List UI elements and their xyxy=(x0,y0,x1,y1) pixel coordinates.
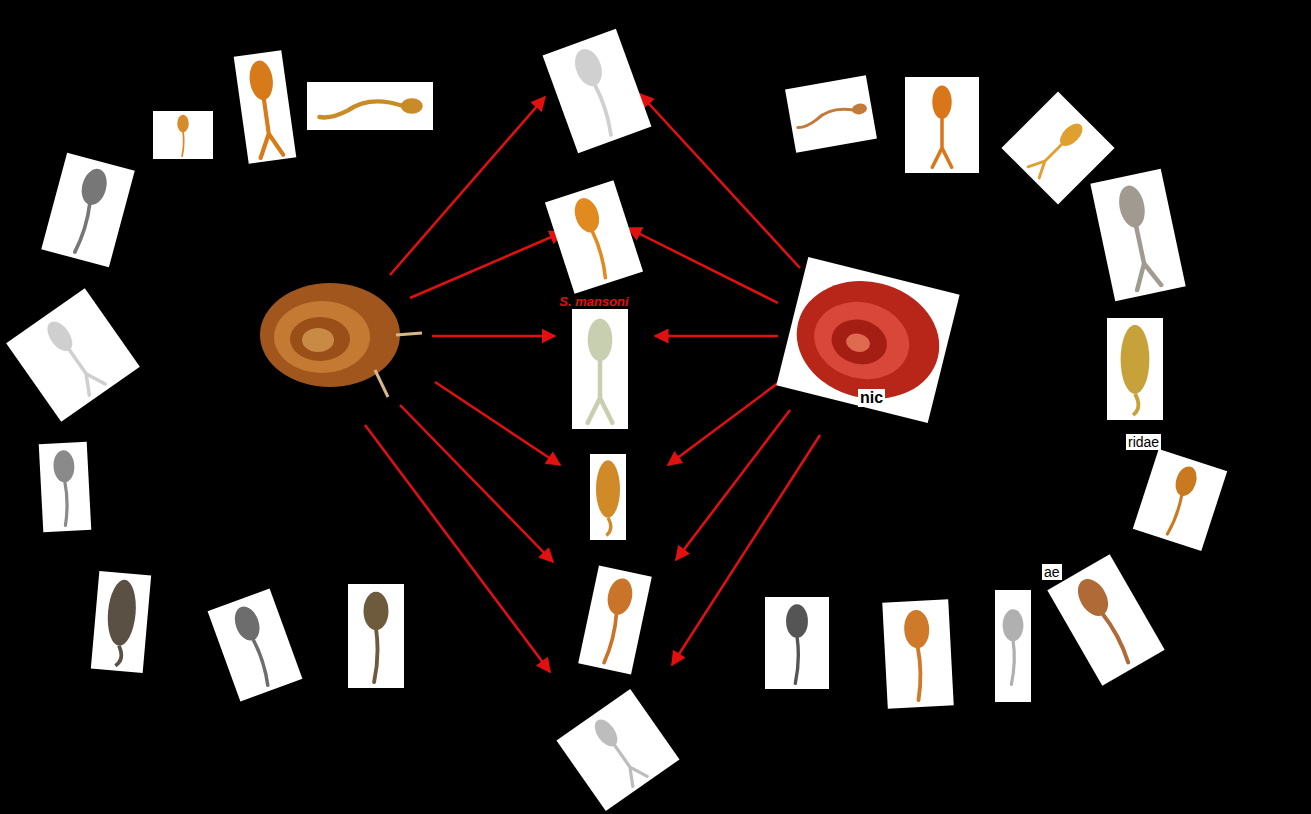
taxon-label: nic xyxy=(858,389,885,407)
taxon-label: ae xyxy=(1042,564,1062,580)
species-label: S. mansoni xyxy=(557,295,630,310)
taxon-label: ridae xyxy=(1126,434,1161,450)
